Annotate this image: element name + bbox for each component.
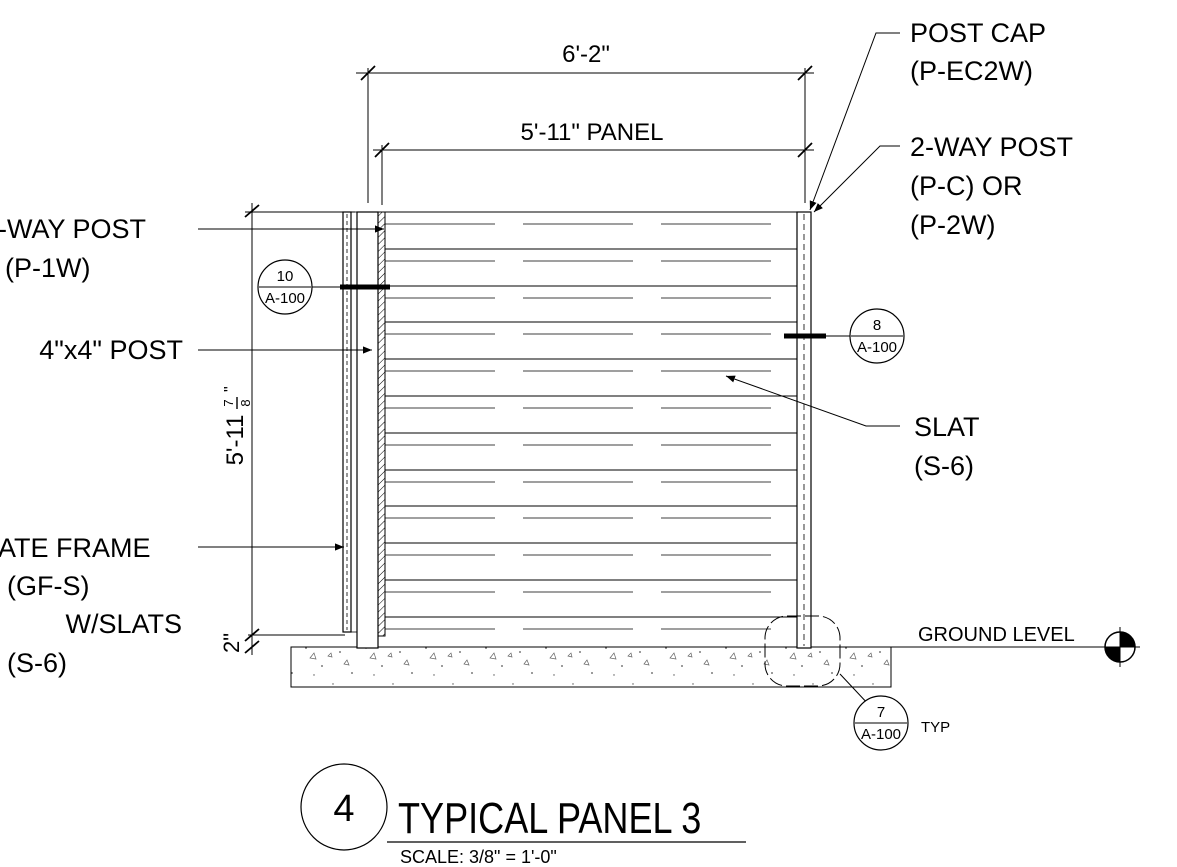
detail-ref-7-note: TYP: [921, 719, 950, 736]
detail-ref-8: 8 A-100: [849, 308, 905, 364]
ground-level-datum-icon: [1100, 627, 1140, 667]
ground-gap-text: 2": [219, 633, 244, 653]
gate-frame-callout: ATE FRAME (GF-S) W/SLATS (S-6): [0, 533, 182, 678]
gate-frame-label: ATE FRAME: [0, 533, 151, 563]
title-text: TYPICAL PANEL 3: [398, 794, 701, 843]
two-way-post-code-1: (P-C) OR: [910, 171, 1022, 201]
one-way-post-callout: -WAY POST (P-1W): [0, 214, 146, 283]
left-post: [356, 211, 386, 649]
panel-width-dim: 5'-11" PANEL: [521, 119, 664, 146]
detail-ref-8-num: 8: [873, 317, 881, 334]
height-dim-frac-den: 8: [238, 399, 253, 406]
title-number: 4: [333, 788, 354, 830]
two-way-post-code-2: (P-2W): [910, 210, 995, 240]
one-way-post-code: (P-1W): [5, 253, 90, 283]
detail-ref-7-num: 7: [877, 704, 885, 721]
slat-group: [385, 211, 797, 630]
overall-width-dim: 6'-2": [562, 41, 610, 68]
section-cut-marks: [340, 284, 826, 339]
ground-line: [248, 634, 1135, 648]
ground-level-label: GROUND LEVEL: [918, 624, 1075, 646]
detail-ref-10-num: 10: [277, 268, 294, 285]
detail-ref-7: 7 A-100 TYP: [853, 695, 950, 751]
height-dim-frac-num: 7: [221, 399, 236, 406]
height-dim-unit: ": [222, 386, 239, 392]
slat-label: SLAT: [914, 412, 980, 442]
slat-callout: SLAT (S-6): [914, 412, 980, 481]
one-way-post-label: -WAY POST: [0, 214, 146, 244]
gate-frame-code: (GF-S): [7, 571, 89, 601]
detail-ref-8-sheet: A-100: [857, 339, 897, 356]
four-post-label: 4"x4" POST: [39, 335, 183, 365]
two-way-post-label: 2-WAY POST: [910, 132, 1073, 162]
two-way-post-callout: 2-WAY POST (P-C) OR (P-2W): [910, 132, 1073, 240]
gate-frame: [342, 211, 358, 633]
title-scale: SCALE: 3/8" = 1'-0": [400, 847, 557, 867]
footing: [290, 646, 892, 688]
detail-ref-10-sheet: A-100: [265, 290, 305, 307]
gate-frame-slats: W/SLATS: [65, 609, 182, 639]
gate-frame-slats-code: (S-6): [7, 648, 67, 678]
height-dim: 5'-11 7 8 ": [221, 386, 253, 465]
leader-lines: [198, 32, 900, 707]
right-post: [796, 211, 812, 649]
detail-ref-7-sheet: A-100: [861, 726, 901, 743]
post-cap-code: (P-EC2W): [910, 56, 1033, 86]
slat-code: (S-6): [914, 451, 974, 481]
ground-gap-dim: 2": [219, 633, 244, 653]
dimension-lines: [244, 65, 814, 655]
post-cap-callout: POST CAP (P-EC2W): [910, 18, 1046, 86]
height-dim-main: 5'-11: [222, 415, 249, 466]
detail-ref-10: 10 A-100: [257, 259, 313, 315]
title-block: 4 TYPICAL PANEL 3 SCALE: 3/8" = 1'-0": [300, 763, 746, 867]
detail-cloud: [764, 615, 841, 687]
post-cap-label: POST CAP: [910, 18, 1046, 48]
